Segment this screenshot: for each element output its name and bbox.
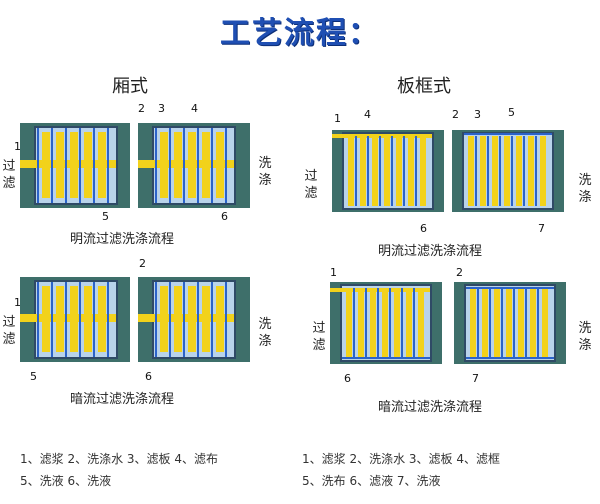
left-heading: 厢式 — [112, 76, 148, 97]
wash-label-b: 洗涤 — [258, 317, 272, 349]
filter-label: 过滤 — [2, 159, 16, 191]
label-1: 1 — [14, 140, 21, 153]
label-3: 3 — [158, 102, 165, 115]
rlabel-1b: 1 — [330, 266, 337, 279]
left-legend-line2: 5、洗液 6、洗液 — [20, 474, 112, 488]
left-top-caption: 明流过滤洗涤流程 — [70, 232, 175, 247]
rlabel-3: 3 — [474, 108, 481, 121]
rfilter-label: 过滤 — [304, 169, 318, 201]
page-title: 工艺流程： — [220, 16, 380, 51]
label-6: 6 — [221, 210, 228, 223]
label-2b: 2 — [139, 257, 146, 270]
label-4: 4 — [191, 102, 198, 115]
label-1b: 1 — [14, 296, 21, 309]
left-legend-line1: 1、滤浆 2、洗涤水 3、滤板 4、滤布 — [20, 452, 218, 466]
right-heading: 板框式 — [397, 76, 451, 97]
label-5b: 5 — [30, 370, 37, 383]
rlabel-7b: 7 — [472, 372, 479, 385]
chamber-hidden-flow-diagram — [20, 277, 250, 362]
label-2: 2 — [138, 102, 145, 115]
plate-frame-hidden-flow-diagram — [330, 282, 566, 364]
rlabel-2b: 2 — [456, 266, 463, 279]
rlabel-6b: 6 — [344, 372, 351, 385]
rlabel-6: 6 — [420, 222, 427, 235]
filter-press-right-unit — [138, 123, 250, 208]
rfilter-label-b: 过滤 — [312, 321, 326, 353]
rlabel-4: 4 — [364, 108, 371, 121]
right-top-caption: 明流过滤洗涤流程 — [378, 244, 483, 259]
label-5: 5 — [102, 210, 109, 223]
rlabel-5: 5 — [508, 106, 515, 119]
plate-frame-open-flow-diagram — [332, 130, 564, 212]
right-legend-line1: 1、滤浆 2、洗涤水 3、滤板 4、滤框 — [302, 452, 500, 466]
filter-press-left-unit — [20, 123, 130, 208]
wash-label: 洗涤 — [258, 156, 272, 188]
rlabel-7: 7 — [538, 222, 545, 235]
left-bottom-caption: 暗流过滤洗涤流程 — [70, 392, 175, 407]
filter-label-b: 过滤 — [2, 315, 16, 347]
label-6b: 6 — [145, 370, 152, 383]
rlabel-1: 1 — [334, 112, 341, 125]
rwash-label: 洗涤 — [578, 173, 592, 205]
chamber-open-flow-diagram — [20, 123, 250, 208]
right-legend-line2: 5、洗布 6、滤液 7、洗液 — [302, 474, 441, 488]
rwash-label-b: 洗涤 — [578, 321, 592, 353]
right-bottom-caption: 暗流过滤洗涤流程 — [378, 400, 483, 415]
rlabel-2: 2 — [452, 108, 459, 121]
